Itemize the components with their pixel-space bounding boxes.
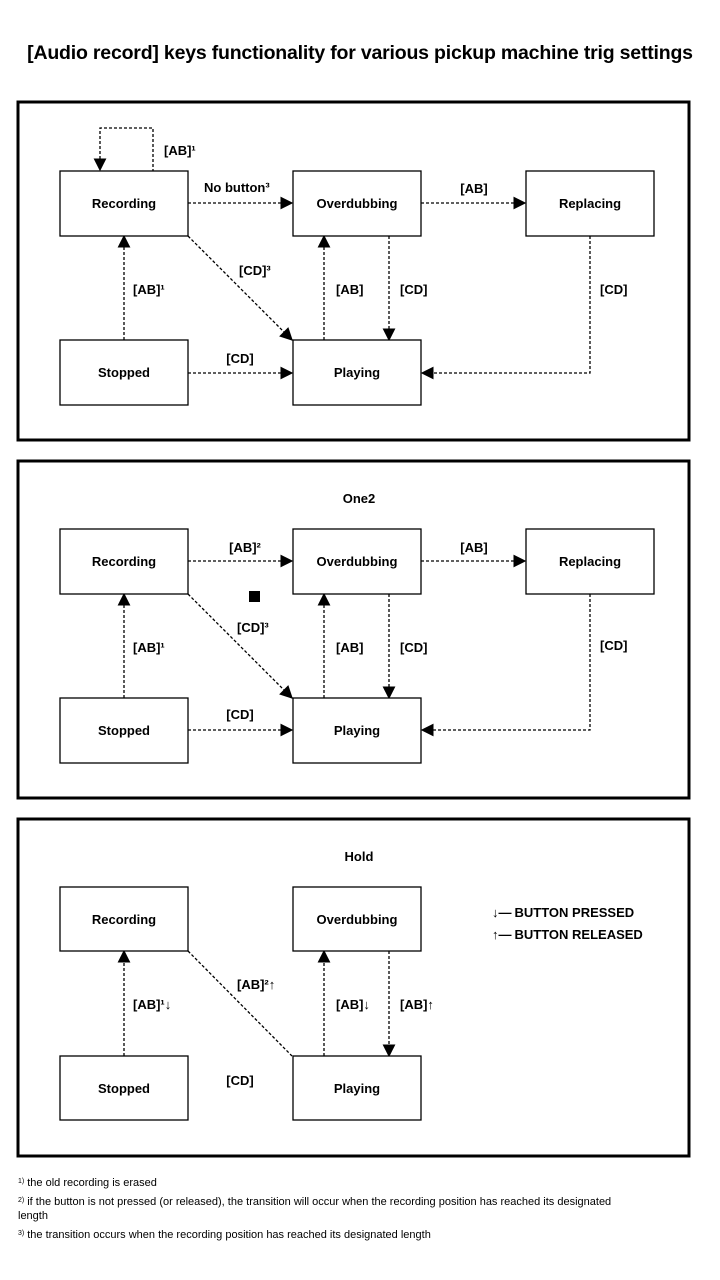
transition-label: [CD] (226, 1073, 253, 1088)
transition-label: [CD] (600, 282, 627, 297)
state-box-replacing (525, 170, 655, 237)
legend-released: ↑—BUTTON RELEASED (492, 927, 643, 942)
page-title: [Audio record] keys functionality for va… (27, 42, 693, 64)
state-label-stopped: Stopped (98, 1081, 150, 1096)
transition-label: [CD]³ (239, 263, 271, 278)
state-box-playing (292, 339, 422, 406)
state-box-replacing (525, 528, 655, 595)
panel-heading: Hold (345, 849, 374, 864)
state-label-playing: Playing (334, 365, 380, 380)
footnote-2: 2)if the button is not pressed (or relea… (18, 1196, 612, 1222)
panel-heading: One2 (343, 491, 376, 506)
transition-label: [AB]¹↓ (133, 997, 171, 1012)
panel-frame (16, 100, 691, 442)
transition-label: [AB] (460, 540, 487, 555)
transition-label: [CD] (400, 640, 427, 655)
state-label-recording: Recording (92, 912, 156, 927)
state-box-stopped (59, 339, 189, 406)
transition-label: [CD]³ (237, 620, 269, 635)
panel-frame (16, 459, 691, 800)
state-box-recording (59, 170, 189, 237)
edge-recording-playing (187, 950, 293, 1057)
footnotes: 1)the old recording is erased 2)if the b… (18, 1176, 618, 1247)
panel-frame (16, 817, 691, 1158)
state-label-playing: Playing (334, 723, 380, 738)
edge-recording-playing (187, 235, 293, 341)
edge-recording-self (93, 127, 154, 172)
state-label-overdubbing: Overdubbing (317, 196, 398, 211)
transition-label: [AB]¹ (133, 282, 165, 297)
state-label-stopped: Stopped (98, 365, 150, 380)
state-label-overdubbing: Overdubbing (317, 912, 398, 927)
transition-label: [CD] (226, 707, 253, 722)
state-box-playing (292, 697, 422, 764)
transition-label: [AB]²↑ (237, 977, 275, 992)
state-label-replacing: Replacing (559, 196, 621, 211)
transition-label: [AB] (336, 640, 363, 655)
transition-label: [AB]¹ (133, 640, 165, 655)
transition-label: [CD] (226, 351, 253, 366)
state-box-recording (59, 528, 189, 595)
footnote-1: 1)the old recording is erased (18, 1177, 157, 1189)
state-label-overdubbing: Overdubbing (317, 554, 398, 569)
state-box-recording (59, 886, 189, 952)
transition-label: [CD] (400, 282, 427, 297)
transition-label: [AB] (460, 181, 487, 196)
transition-label: [AB]² (229, 540, 261, 555)
state-box-stopped (59, 697, 189, 764)
state-diagram: Recording Overdubbing Replacing Stopped … (16, 100, 691, 1158)
transition-label: [AB]¹ (164, 143, 196, 158)
edge-recording-playing (187, 593, 293, 699)
transition-label: No button³ (204, 180, 270, 195)
legend-pressed: ↓—BUTTON PRESSED (492, 905, 634, 920)
state-label-recording: Recording (92, 196, 156, 211)
edge-replacing-playing (420, 236, 591, 380)
square-marker (249, 591, 260, 602)
transition-label: [AB] (336, 282, 363, 297)
state-label-recording: Recording (92, 554, 156, 569)
state-label-stopped: Stopped (98, 723, 150, 738)
state-box-stopped (59, 1055, 189, 1121)
transition-label: [AB]↓ (336, 997, 370, 1012)
transition-label: [AB]↑ (400, 997, 434, 1012)
transition-label: [CD] (600, 638, 627, 653)
state-box-overdubbing (292, 528, 422, 595)
state-label-playing: Playing (334, 1081, 380, 1096)
edge-replacing-playing (420, 594, 591, 737)
state-label-replacing: Replacing (559, 554, 621, 569)
state-box-playing (292, 1055, 422, 1121)
state-box-overdubbing (292, 886, 422, 952)
footnote-3: 3)the transition occurs when the recordi… (18, 1229, 431, 1241)
state-box-overdubbing (292, 170, 422, 237)
